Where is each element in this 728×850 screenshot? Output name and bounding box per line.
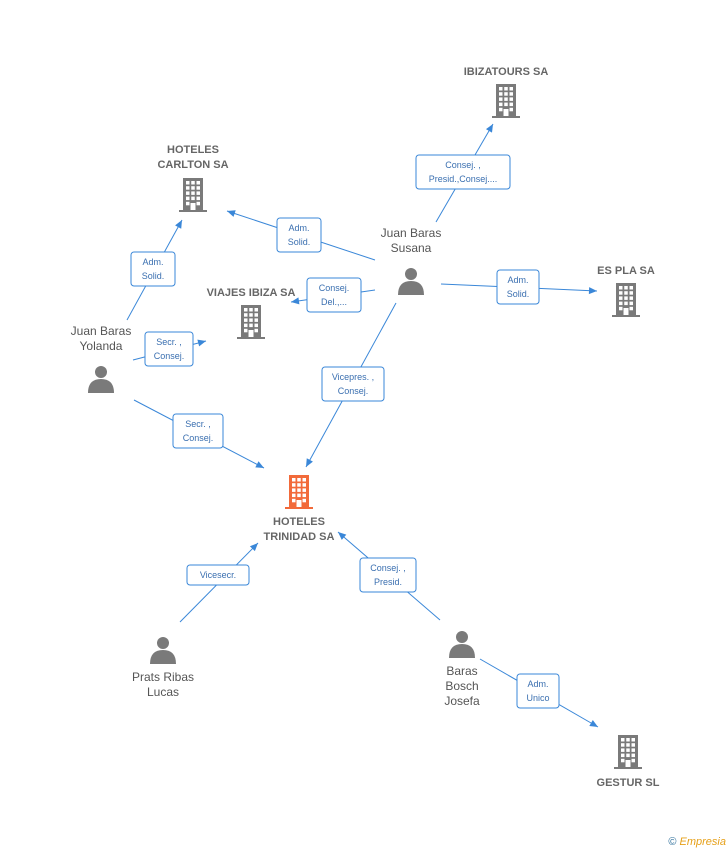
edge-label-box	[359, 557, 417, 593]
edge-label-box	[144, 331, 194, 367]
person-icon	[88, 366, 114, 393]
edge-label-text: Consej.	[338, 386, 369, 396]
edge-label-text: Unico	[526, 693, 549, 703]
person-name: Baras	[446, 664, 477, 678]
person-name: Juan Baras	[71, 324, 132, 338]
edge-label-box	[172, 413, 224, 449]
edge-label-text: Consej.	[183, 433, 214, 443]
edge-label-text: Vicesecr.	[200, 570, 236, 580]
edge-label-susana-ibizatours[interactable]: Consej. , Presid.,Consej....	[415, 154, 511, 190]
company-node-gestur[interactable]: GESTUR SL	[597, 735, 660, 789]
company-name: VIAJES IBIZA SA	[207, 287, 296, 299]
edge-label-text: Presid.,Consej....	[429, 174, 498, 184]
company-name: GESTUR SL	[597, 777, 660, 789]
edge-label-text: Adm.	[142, 257, 163, 267]
building-icon	[492, 84, 520, 118]
company-name: ES PLA SA	[597, 265, 655, 277]
company-name: IBIZATOURS SA	[464, 66, 549, 78]
company-node-trinidad[interactable]: HOTELES TRINIDAD SA	[264, 475, 335, 543]
edge-label-josefa-gestur[interactable]: Adm. Unico	[516, 673, 560, 709]
edge-label-text: Consej.	[319, 283, 350, 293]
edge-label-text: Adm.	[507, 275, 528, 285]
edge-label-text: Secr. ,	[156, 337, 182, 347]
edge-label-susana-viajes[interactable]: Consej. Del.,...	[306, 277, 362, 313]
arrowhead-susana-viajes	[291, 297, 300, 305]
edge-label-text: Presid.	[374, 577, 402, 587]
edge-label-susana-carlton[interactable]: Adm. Solid.	[276, 217, 322, 253]
watermark: © Empresia	[668, 836, 726, 848]
edge-label-text: Adm.	[288, 223, 309, 233]
copyright-symbol: ©	[668, 836, 677, 848]
company-node-espla[interactable]: ES PLA SA	[597, 265, 655, 317]
edge-label-text: Del.,...	[321, 297, 347, 307]
person-name: Prats Ribas	[132, 670, 194, 684]
building-icon	[614, 735, 642, 769]
brand-name[interactable]: Empresia	[679, 836, 726, 848]
edge-label-text: Vicepres. ,	[332, 372, 374, 382]
edge-label-text: Consej. ,	[370, 563, 406, 573]
person-name: Juan Baras	[381, 226, 442, 240]
company-node-viajes[interactable]: VIAJES IBIZA SA	[207, 287, 296, 339]
arrowhead-lucas-trinidad	[249, 543, 258, 552]
arrowhead-josefa-trinidad	[338, 532, 347, 540]
arrowhead-susana-trinidad	[306, 458, 313, 467]
edge-label-lucas-trinidad[interactable]: Vicesecr.	[186, 564, 250, 586]
person-name: Yolanda	[80, 339, 123, 353]
person-name: Lucas	[147, 685, 179, 699]
arrowhead-yolanda-viajes	[197, 339, 206, 347]
person-icon	[449, 631, 475, 658]
edge-label-susana-espla[interactable]: Adm. Solid.	[496, 269, 540, 305]
arrowhead-susana-ibizatours	[485, 124, 493, 133]
edge-label-yolanda-viajes[interactable]: Secr. , Consej.	[144, 331, 194, 367]
person-name: Josefa	[444, 694, 480, 708]
company-name: CARLTON SA	[157, 159, 228, 171]
edge-label-yolanda-trinidad[interactable]: Secr. , Consej.	[172, 413, 224, 449]
edge-label-box	[415, 154, 511, 190]
nodes-layer: IBIZATOURS SA HOTELES CARLTON SA VIAJES IBI…	[71, 66, 660, 789]
edge-label-susana-trinidad[interactable]: Vicepres. , Consej.	[321, 366, 385, 402]
arrowhead-josefa-gestur	[589, 719, 598, 727]
arrowhead-susana-espla	[588, 287, 597, 295]
company-node-carlton[interactable]: HOTELES CARLTON SA	[157, 144, 229, 212]
person-icon	[398, 268, 424, 295]
company-name: TRINIDAD SA	[264, 531, 335, 543]
building-icon	[179, 178, 207, 212]
edge-label-box	[306, 277, 362, 313]
edge-labels-layer: Consej. , Presid.,Consej.... Adm. Solid. Con…	[130, 154, 560, 709]
person-name: Susana	[391, 241, 432, 255]
edge-label-text: Consej. ,	[445, 160, 481, 170]
edge-label-text: Adm.	[527, 679, 548, 689]
edge-label-box	[276, 217, 322, 253]
arrowhead-susana-carlton	[227, 210, 236, 217]
edge-label-text: Solid.	[507, 289, 530, 299]
edge-label-text: Solid.	[142, 271, 165, 281]
edge-label-text: Solid.	[288, 237, 311, 247]
building-icon	[237, 305, 265, 339]
main-building-icon	[285, 475, 313, 509]
edge-label-text: Consej.	[154, 351, 185, 361]
company-name: HOTELES	[273, 516, 325, 528]
person-name: Bosch	[445, 679, 478, 693]
arrowhead-yolanda-trinidad	[255, 461, 264, 468]
edge-label-josefa-trinidad[interactable]: Consej. , Presid.	[359, 557, 417, 593]
edge-label-box	[130, 251, 176, 287]
edge-label-yolanda-carlton[interactable]: Adm. Solid.	[130, 251, 176, 287]
company-name: HOTELES	[167, 144, 219, 156]
building-icon	[612, 283, 640, 317]
edge-label-box	[321, 366, 385, 402]
person-icon	[150, 637, 176, 664]
edge-label-text: Secr. ,	[185, 419, 211, 429]
edge-label-box	[186, 564, 250, 586]
company-node-ibizatours[interactable]: IBIZATOURS SA	[464, 66, 549, 118]
arrowhead-yolanda-carlton	[175, 220, 182, 229]
edge-label-box	[496, 269, 540, 305]
edge-label-box	[516, 673, 560, 709]
